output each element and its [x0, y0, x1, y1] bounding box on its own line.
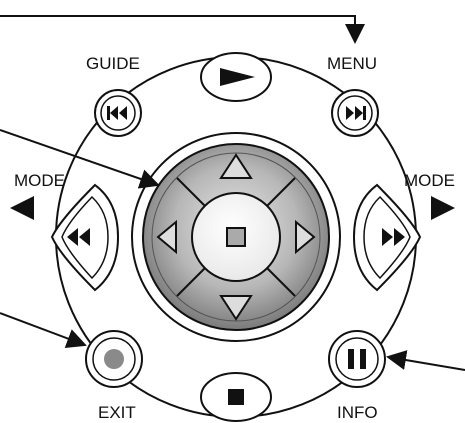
pause-button[interactable]	[328, 330, 386, 388]
mode-right-arrow-icon	[431, 196, 455, 220]
skip-forward-button[interactable]	[331, 89, 379, 137]
callout-lines	[0, 15, 465, 371]
mode-left-arrow-icon	[10, 196, 34, 220]
record-button[interactable]	[85, 330, 143, 388]
triangle-down-icon[interactable]	[219, 295, 253, 321]
skip-back-button[interactable]	[94, 89, 142, 137]
fast-forward-button[interactable]	[352, 183, 422, 292]
stop-square-icon	[226, 227, 246, 247]
center-select-button[interactable]	[191, 192, 281, 282]
triangle-left-icon[interactable]	[156, 219, 177, 255]
info-label: INFO	[337, 403, 378, 422]
rewind-icon	[67, 228, 90, 246]
triangle-right-icon[interactable]	[295, 219, 316, 255]
triangle-up-icon[interactable]	[219, 153, 253, 179]
menu-label: MENU	[327, 54, 377, 73]
play-triangle-icon	[220, 68, 255, 86]
pause-icon	[348, 349, 366, 369]
mode-right-label: MODE	[404, 171, 455, 190]
stop-square-icon	[228, 389, 244, 405]
fast-forward-icon	[382, 228, 405, 246]
stop-button[interactable]	[200, 372, 272, 422]
guide-label: GUIDE	[86, 54, 140, 73]
play-button[interactable]	[200, 52, 272, 102]
rewind-button[interactable]	[50, 183, 120, 292]
skip-forward-icon	[346, 106, 366, 120]
skip-back-icon	[107, 106, 127, 120]
exit-label: EXIT	[98, 403, 136, 422]
mode-left-label: MODE	[14, 171, 65, 190]
record-dot-icon	[104, 349, 124, 369]
